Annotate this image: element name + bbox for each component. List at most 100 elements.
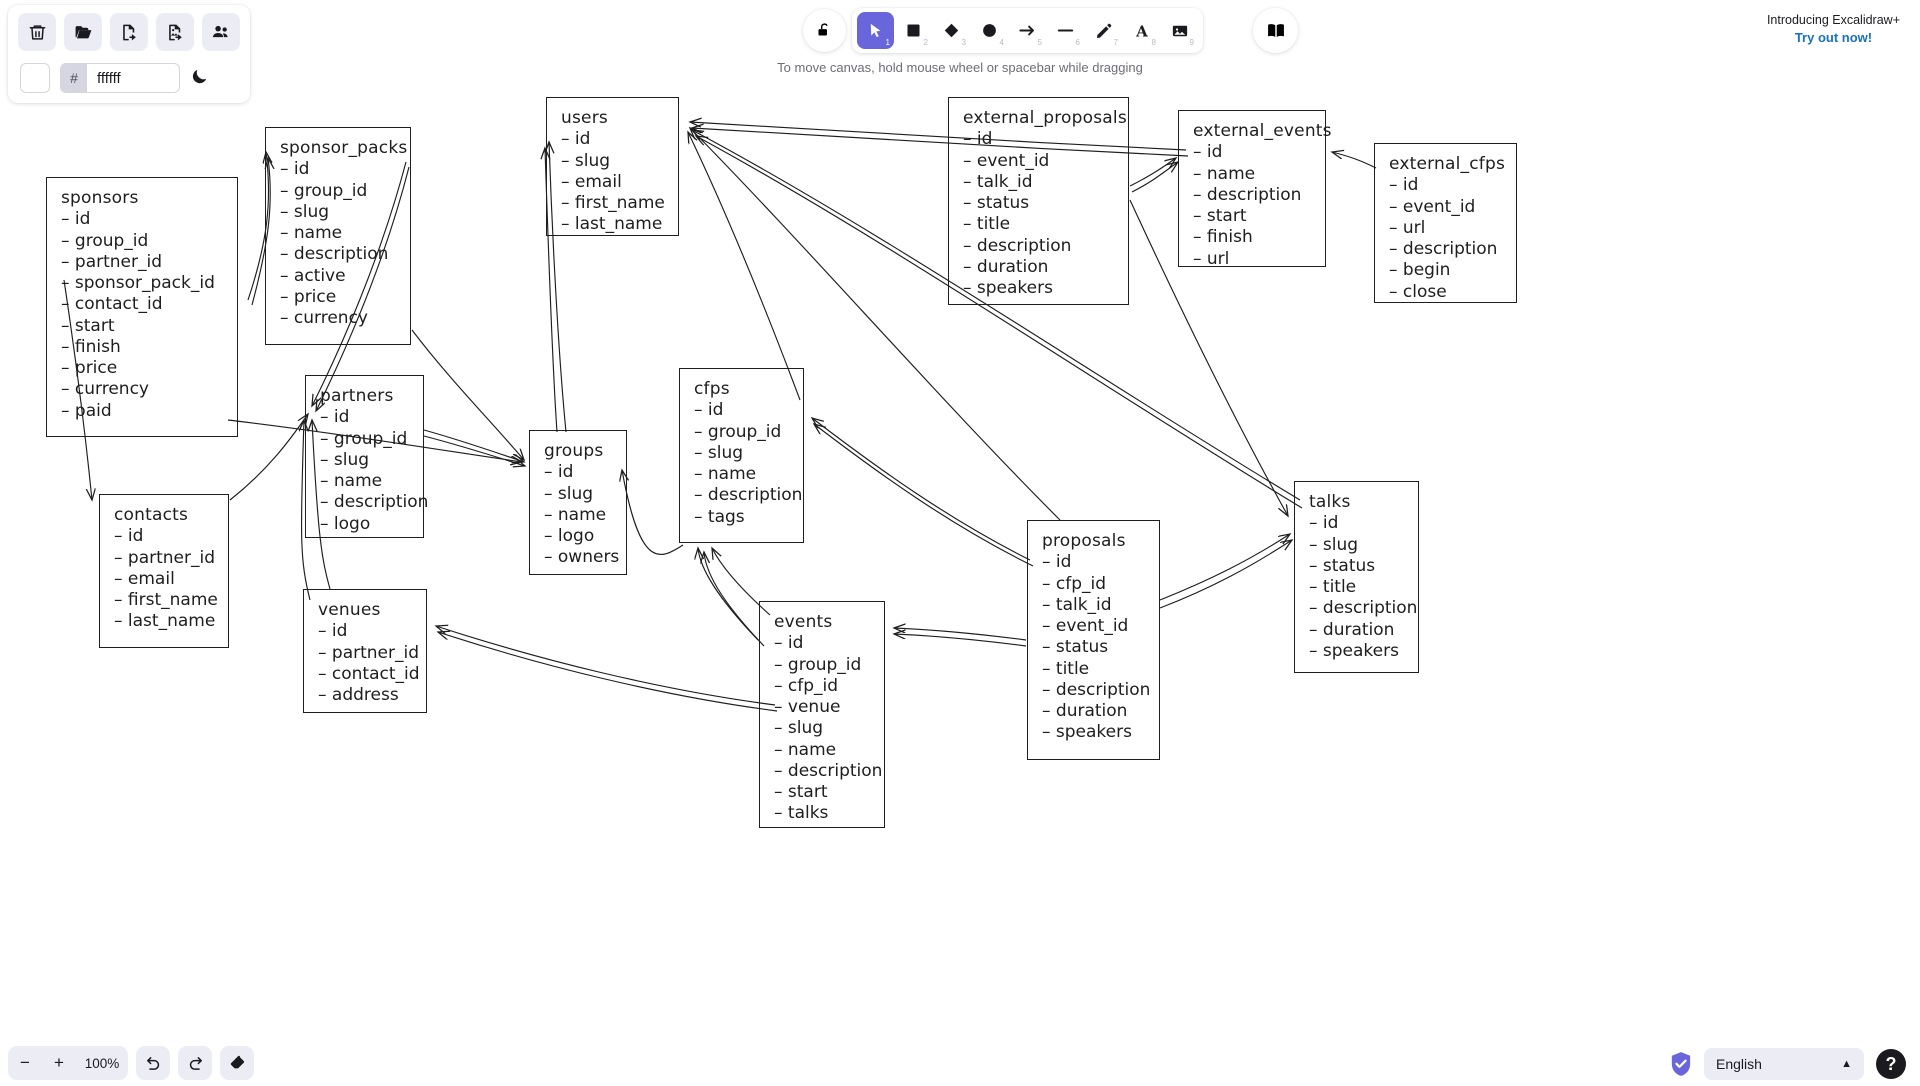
er-table-field: duration bbox=[963, 257, 1128, 278]
er-table-users[interactable]: usersidslugemailfirst_namelast_name bbox=[546, 97, 679, 236]
tool-shortcut: 2 bbox=[923, 38, 928, 47]
er-table-field: start bbox=[774, 782, 884, 803]
er-table-contacts[interactable]: contactsidpartner_idemailfirst_namelast_… bbox=[99, 494, 229, 648]
er-table-field: event_id bbox=[1042, 616, 1159, 637]
er-table-field: duration bbox=[1042, 701, 1159, 722]
er-table-external_cfps[interactable]: external_cfpsidevent_idurldescriptionbeg… bbox=[1374, 143, 1517, 303]
promo-try-now-link[interactable]: Try out now! bbox=[1794, 30, 1873, 46]
live-collaboration-icon[interactable] bbox=[202, 13, 240, 51]
er-table-title: partners bbox=[320, 386, 394, 406]
er-table-field: id bbox=[774, 633, 884, 654]
er-table-field: speakers bbox=[1309, 641, 1418, 662]
redo-icon[interactable] bbox=[178, 1046, 212, 1080]
er-table-field: currency bbox=[61, 379, 237, 400]
svg-text:A: A bbox=[1135, 22, 1148, 40]
shapes-toolbar: 1 2 3 4 5 6 7 A 8 bbox=[852, 8, 1203, 53]
er-table-field: group_id bbox=[320, 429, 423, 450]
er-table-field: title bbox=[1309, 577, 1418, 598]
diamond-tool[interactable]: 3 bbox=[933, 12, 970, 49]
er-table-field: speakers bbox=[1042, 722, 1159, 743]
er-table-proposals[interactable]: proposalsidcfp_idtalk_idevent_idstatusti… bbox=[1027, 520, 1160, 760]
canvas-background-swatch[interactable] bbox=[20, 63, 50, 93]
er-table-field: slug bbox=[694, 443, 803, 464]
er-table-field: status bbox=[1042, 637, 1159, 658]
er-table-field: description bbox=[1389, 239, 1516, 260]
er-table-field: description bbox=[1193, 185, 1325, 206]
help-button[interactable]: ? bbox=[1876, 1049, 1906, 1079]
er-table-field: id bbox=[1309, 513, 1418, 534]
er-table-field: talk_id bbox=[1042, 595, 1159, 616]
line-tool[interactable]: 6 bbox=[1047, 12, 1084, 49]
er-table-title: proposals bbox=[1042, 531, 1126, 551]
er-table-field: description bbox=[280, 244, 410, 265]
er-table-field: venue bbox=[774, 697, 884, 718]
rectangle-tool[interactable]: 2 bbox=[895, 12, 932, 49]
image-icon[interactable]: 9 bbox=[1161, 12, 1198, 49]
er-table-events[interactable]: eventsidgroup_idcfp_idvenueslugnamedescr… bbox=[759, 601, 885, 828]
er-table-field: id bbox=[320, 407, 423, 428]
er-table-sponsor_packs[interactable]: sponsor_packsidgroup_idslugnamedescripti… bbox=[265, 127, 411, 345]
er-table-cfps[interactable]: cfpsidgroup_idslugnamedescriptiontags bbox=[679, 368, 804, 543]
er-table-title: sponsor_packs bbox=[280, 138, 408, 158]
hex-value[interactable]: ffffff bbox=[97, 69, 121, 87]
er-table-external_events[interactable]: external_eventsidnamedescriptionstartfin… bbox=[1178, 110, 1332, 269]
er-table-field: description bbox=[1309, 598, 1418, 619]
er-table-field: finish bbox=[1193, 227, 1325, 248]
er-table-field: tags bbox=[694, 507, 803, 528]
er-table-field: start bbox=[1193, 206, 1325, 227]
er-table-field: talk_id bbox=[963, 172, 1128, 193]
er-table-field: description bbox=[963, 236, 1128, 257]
er-table-field: cfp_id bbox=[1042, 574, 1159, 595]
er-table-venues[interactable]: venuesidpartner_idcontact_idaddress bbox=[303, 589, 427, 713]
zoom-out-button[interactable]: − bbox=[20, 1053, 30, 1072]
er-table-title: external_proposals bbox=[963, 108, 1127, 128]
ellipse-tool[interactable]: 4 bbox=[971, 12, 1008, 49]
eraser-icon[interactable] bbox=[220, 1046, 254, 1080]
lock-open-icon[interactable] bbox=[803, 9, 846, 52]
canvas-background-row: # ffffff bbox=[18, 63, 240, 93]
er-table-field: id bbox=[318, 621, 426, 642]
er-table-field: description bbox=[1042, 680, 1159, 701]
tool-shortcut: 1 bbox=[885, 38, 890, 47]
language-select[interactable]: English ▲ bbox=[1704, 1048, 1864, 1080]
selection-tool[interactable]: 1 bbox=[857, 12, 894, 49]
er-table-title: talks bbox=[1309, 492, 1351, 512]
pencil-icon[interactable]: 7 bbox=[1085, 12, 1122, 49]
er-table-field: speakers bbox=[963, 278, 1128, 299]
er-table-partners[interactable]: partnersidgroup_idslugnamedescriptionlog… bbox=[305, 375, 428, 538]
dark-mode-moon-icon[interactable] bbox=[190, 67, 209, 90]
er-table-field: name bbox=[774, 740, 884, 761]
folder-open-icon[interactable] bbox=[64, 13, 102, 51]
er-table-sponsors[interactable]: sponsorsidgroup_idpartner_idsponsor_pack… bbox=[46, 177, 238, 437]
er-table-field: id bbox=[1042, 552, 1159, 573]
er-table-field: id bbox=[1389, 175, 1516, 196]
er-table-groups[interactable]: groupsidslugnamelogoowners bbox=[529, 430, 627, 575]
er-table-field: owners bbox=[544, 547, 626, 568]
er-table-talks[interactable]: talksidslugstatustitledescriptionduratio… bbox=[1294, 481, 1419, 673]
export-file-icon[interactable] bbox=[110, 13, 148, 51]
er-table-field: slug bbox=[280, 202, 410, 223]
er-table-field: title bbox=[963, 214, 1128, 235]
footer-right-controls: English ▲ ? bbox=[1670, 1048, 1906, 1080]
hex-color-input[interactable]: # ffffff bbox=[60, 63, 180, 93]
er-table-field: email bbox=[561, 172, 678, 193]
undo-icon[interactable] bbox=[136, 1046, 170, 1080]
export-image-icon[interactable] bbox=[156, 13, 194, 51]
er-table-field: name bbox=[320, 471, 423, 492]
library-button[interactable] bbox=[1253, 8, 1298, 53]
er-table-title: venues bbox=[318, 600, 381, 620]
er-table-field: group_id bbox=[774, 655, 884, 676]
language-value: English bbox=[1716, 1056, 1762, 1072]
shield-check-icon[interactable] bbox=[1670, 1051, 1692, 1077]
er-table-field: id bbox=[1193, 142, 1325, 163]
letter-a-icon[interactable]: A 8 bbox=[1123, 12, 1160, 49]
er-table-field: finish bbox=[61, 337, 237, 358]
arrow-tool[interactable]: 5 bbox=[1009, 12, 1046, 49]
zoom-in-button[interactable]: + bbox=[54, 1053, 64, 1072]
trash-icon[interactable] bbox=[18, 13, 56, 51]
er-table-external_proposals[interactable]: external_proposalsidevent_idtalk_idstatu… bbox=[948, 97, 1129, 305]
zoom-level[interactable]: 100% bbox=[84, 1055, 120, 1071]
